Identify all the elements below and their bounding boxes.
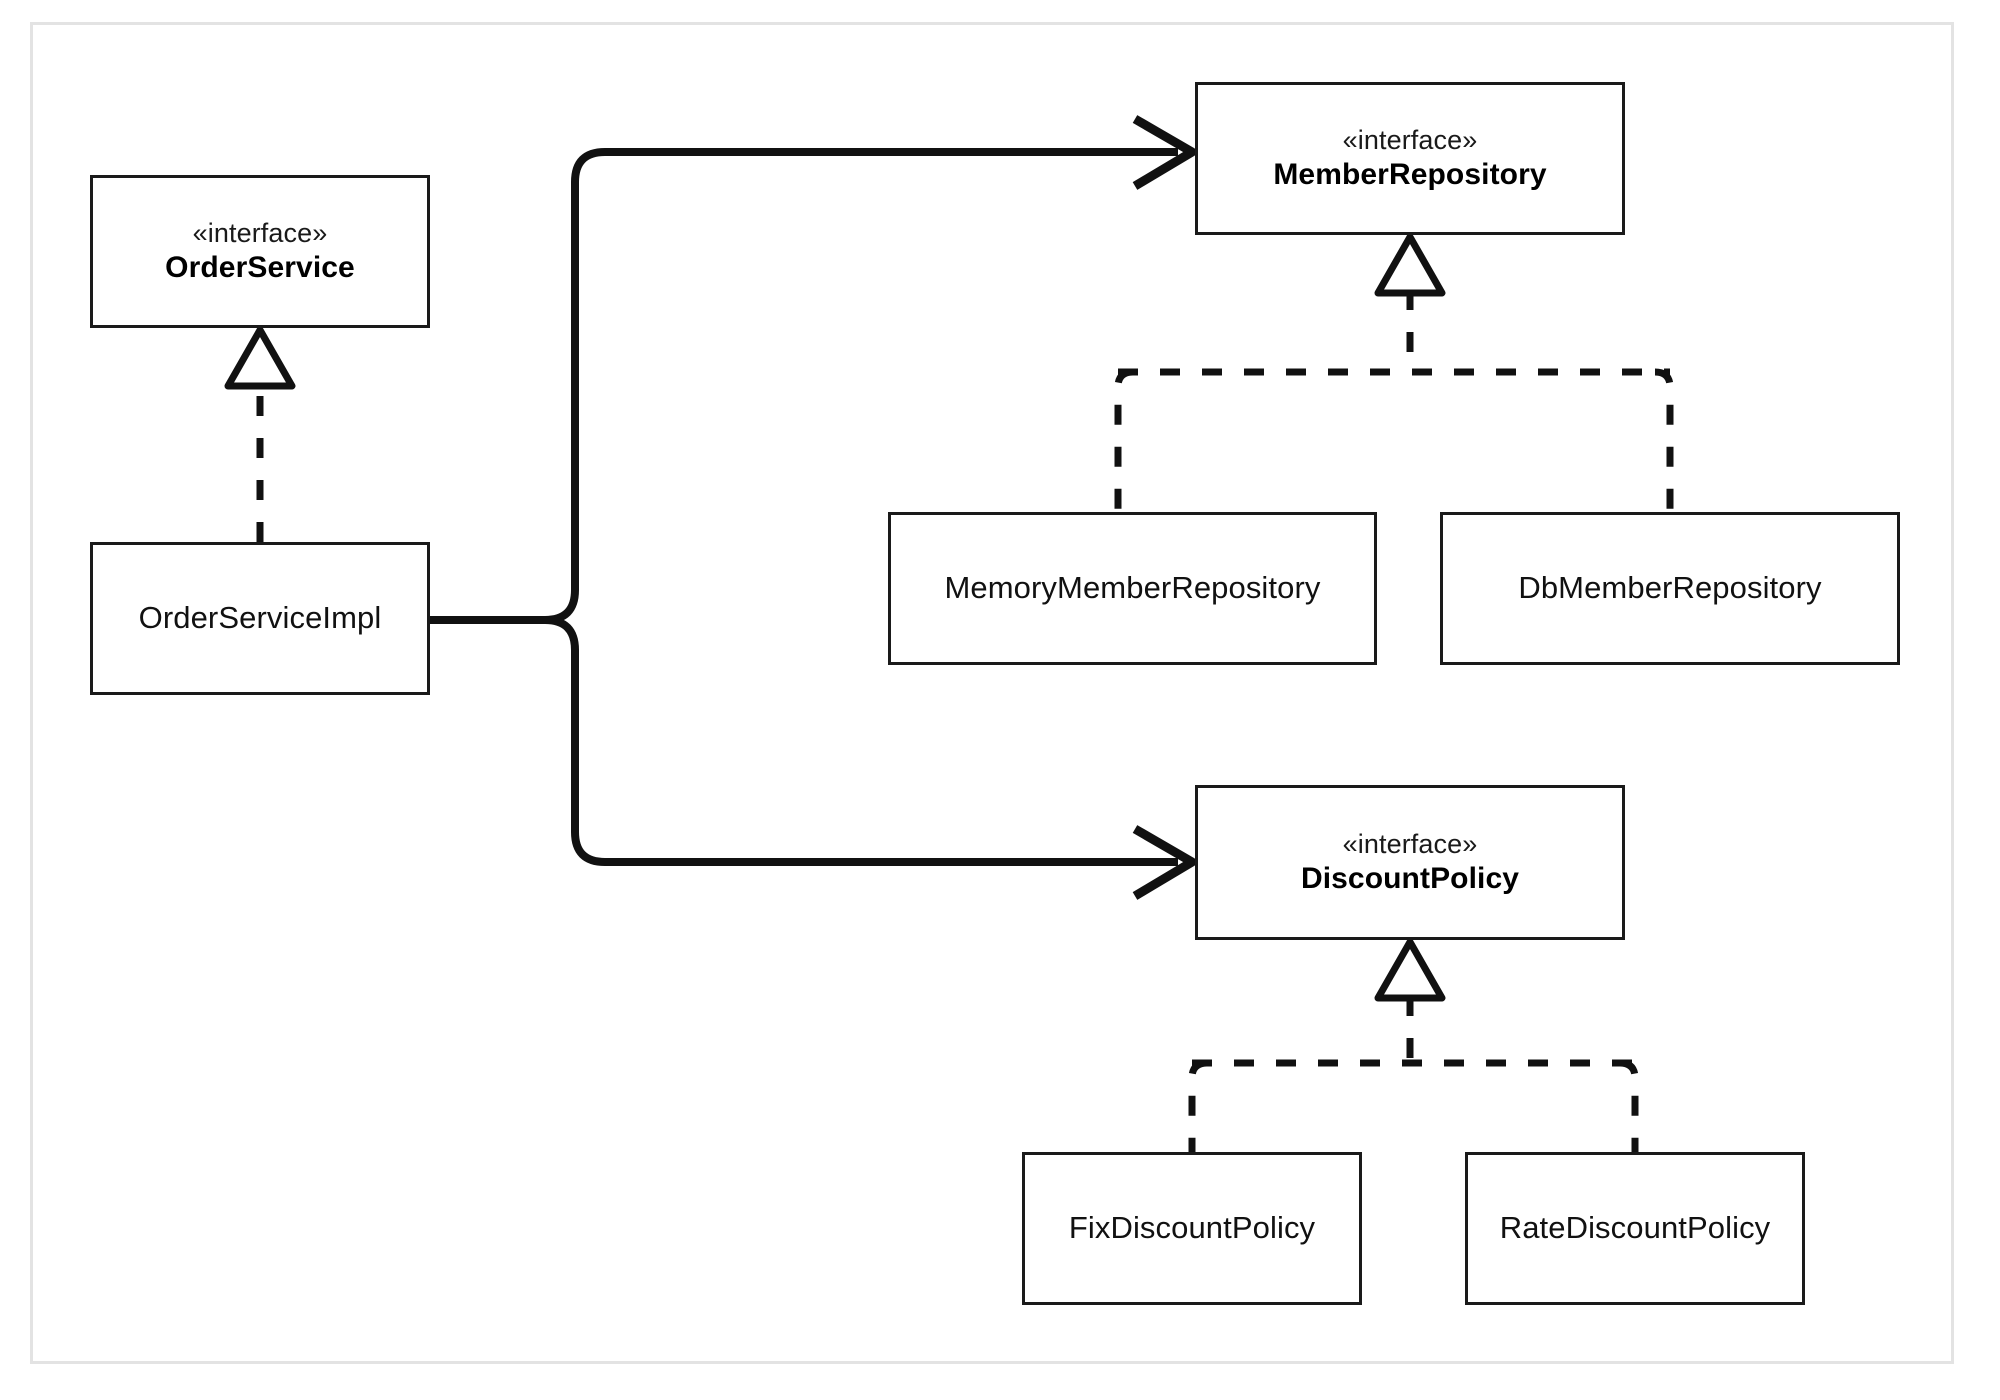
uml-node-fix-discount-policy[interactable]: FixDiscountPolicy	[1022, 1152, 1362, 1305]
node-name: DiscountPolicy	[1300, 861, 1520, 895]
node-name: RateDiscountPolicy	[1499, 1210, 1771, 1246]
uml-node-order-service[interactable]: «interface» OrderService	[90, 175, 430, 328]
stereotype-label: «interface»	[192, 217, 328, 248]
uml-node-db-member-repository[interactable]: DbMemberRepository	[1440, 512, 1900, 665]
node-name: OrderServiceImpl	[138, 600, 382, 636]
uml-node-order-service-impl[interactable]: OrderServiceImpl	[90, 542, 430, 695]
stereotype-label: «interface»	[1342, 124, 1478, 155]
node-name: FixDiscountPolicy	[1068, 1210, 1316, 1246]
uml-node-rate-discount-policy[interactable]: RateDiscountPolicy	[1465, 1152, 1805, 1305]
node-name: OrderService	[165, 250, 355, 284]
uml-node-member-repository[interactable]: «interface» MemberRepository	[1195, 82, 1625, 235]
uml-node-memory-member-repository[interactable]: MemoryMemberRepository	[888, 512, 1377, 665]
node-name: DbMemberRepository	[1518, 570, 1822, 606]
node-name: MemoryMemberRepository	[944, 570, 1321, 606]
node-name: MemberRepository	[1273, 157, 1547, 191]
stereotype-label: «interface»	[1342, 828, 1478, 859]
uml-node-discount-policy[interactable]: «interface» DiscountPolicy	[1195, 785, 1625, 940]
